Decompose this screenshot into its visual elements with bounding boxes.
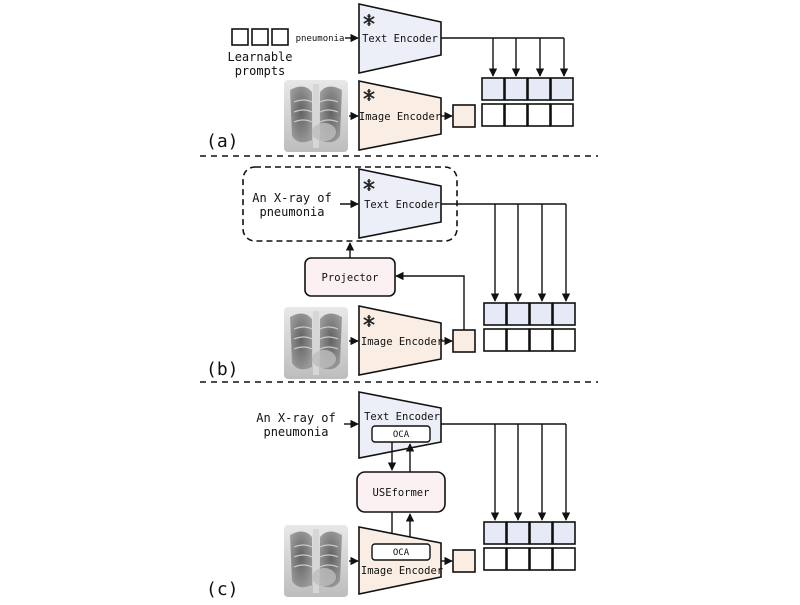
- image-encoder-b: [358, 305, 442, 376]
- prompt-text-line1: An X-ray of: [252, 191, 331, 205]
- text-encoder-b-label: Text Encoder: [364, 199, 440, 211]
- image-feature-c: [452, 549, 476, 573]
- class-token-label: pneumonia: [296, 34, 345, 44]
- panel-a-label: (a): [206, 131, 239, 152]
- similarity-matrix-b: [483, 302, 576, 352]
- feature-to-projector-arrow: [395, 271, 465, 330]
- prompt-text-c-line2: pneumonia: [263, 425, 328, 439]
- text-feature-fanout-a: [441, 37, 569, 77]
- text-encoder-c-label: Text Encoder: [364, 411, 440, 423]
- prompt-text-c-line1: An X-ray of: [256, 411, 335, 425]
- panel-c-label: (c): [206, 579, 239, 600]
- chest-xray-image: [283, 306, 349, 380]
- prompts-label-line1: Learnable: [227, 50, 292, 64]
- learnable-prompt-tokens: [231, 28, 289, 46]
- prompts-label-line2: prompts: [235, 64, 286, 78]
- projector-label: Projector: [322, 272, 379, 284]
- text-encoder-b: [358, 168, 442, 239]
- useformer-label: USEformer: [373, 487, 430, 499]
- image-encoder-c-label: Image Encoder: [361, 565, 443, 577]
- text-oca-module: [371, 425, 431, 443]
- text-feature-fanout-b: [441, 203, 571, 302]
- similarity-matrix-a: [481, 77, 574, 127]
- text-oca-label: OCA: [393, 430, 410, 440]
- chest-xray-image: [283, 79, 349, 153]
- text-encoder-c: [358, 391, 442, 459]
- panel-b: An X-ray of pneumonia Text Encoder Proje…: [206, 166, 576, 380]
- panel-a: Learnable prompts pneumonia Text Encoder…: [206, 3, 574, 153]
- image-feature-a: [452, 104, 476, 128]
- image-oca-module: [371, 543, 431, 561]
- image-encoder-a-label: Image Encoder: [359, 111, 441, 123]
- prompt-text-line2: pneumonia: [259, 205, 324, 219]
- useformer-block: [356, 471, 446, 513]
- text-encoder-a-label: Text Encoder: [362, 33, 438, 45]
- text-encoder-a: [358, 3, 442, 74]
- chest-xray-image: [283, 524, 349, 598]
- panel-c: An X-ray of pneumonia Text Encoder OCA U…: [206, 391, 576, 600]
- panel-b-label: (b): [206, 359, 239, 380]
- image-oca-label: OCA: [393, 548, 410, 558]
- image-encoder-a: [358, 80, 442, 151]
- image-feature-b: [452, 329, 476, 353]
- similarity-matrix-c: [483, 521, 576, 571]
- image-encoder-b-label: Image Encoder: [361, 336, 443, 348]
- text-feature-fanout-c: [441, 423, 571, 521]
